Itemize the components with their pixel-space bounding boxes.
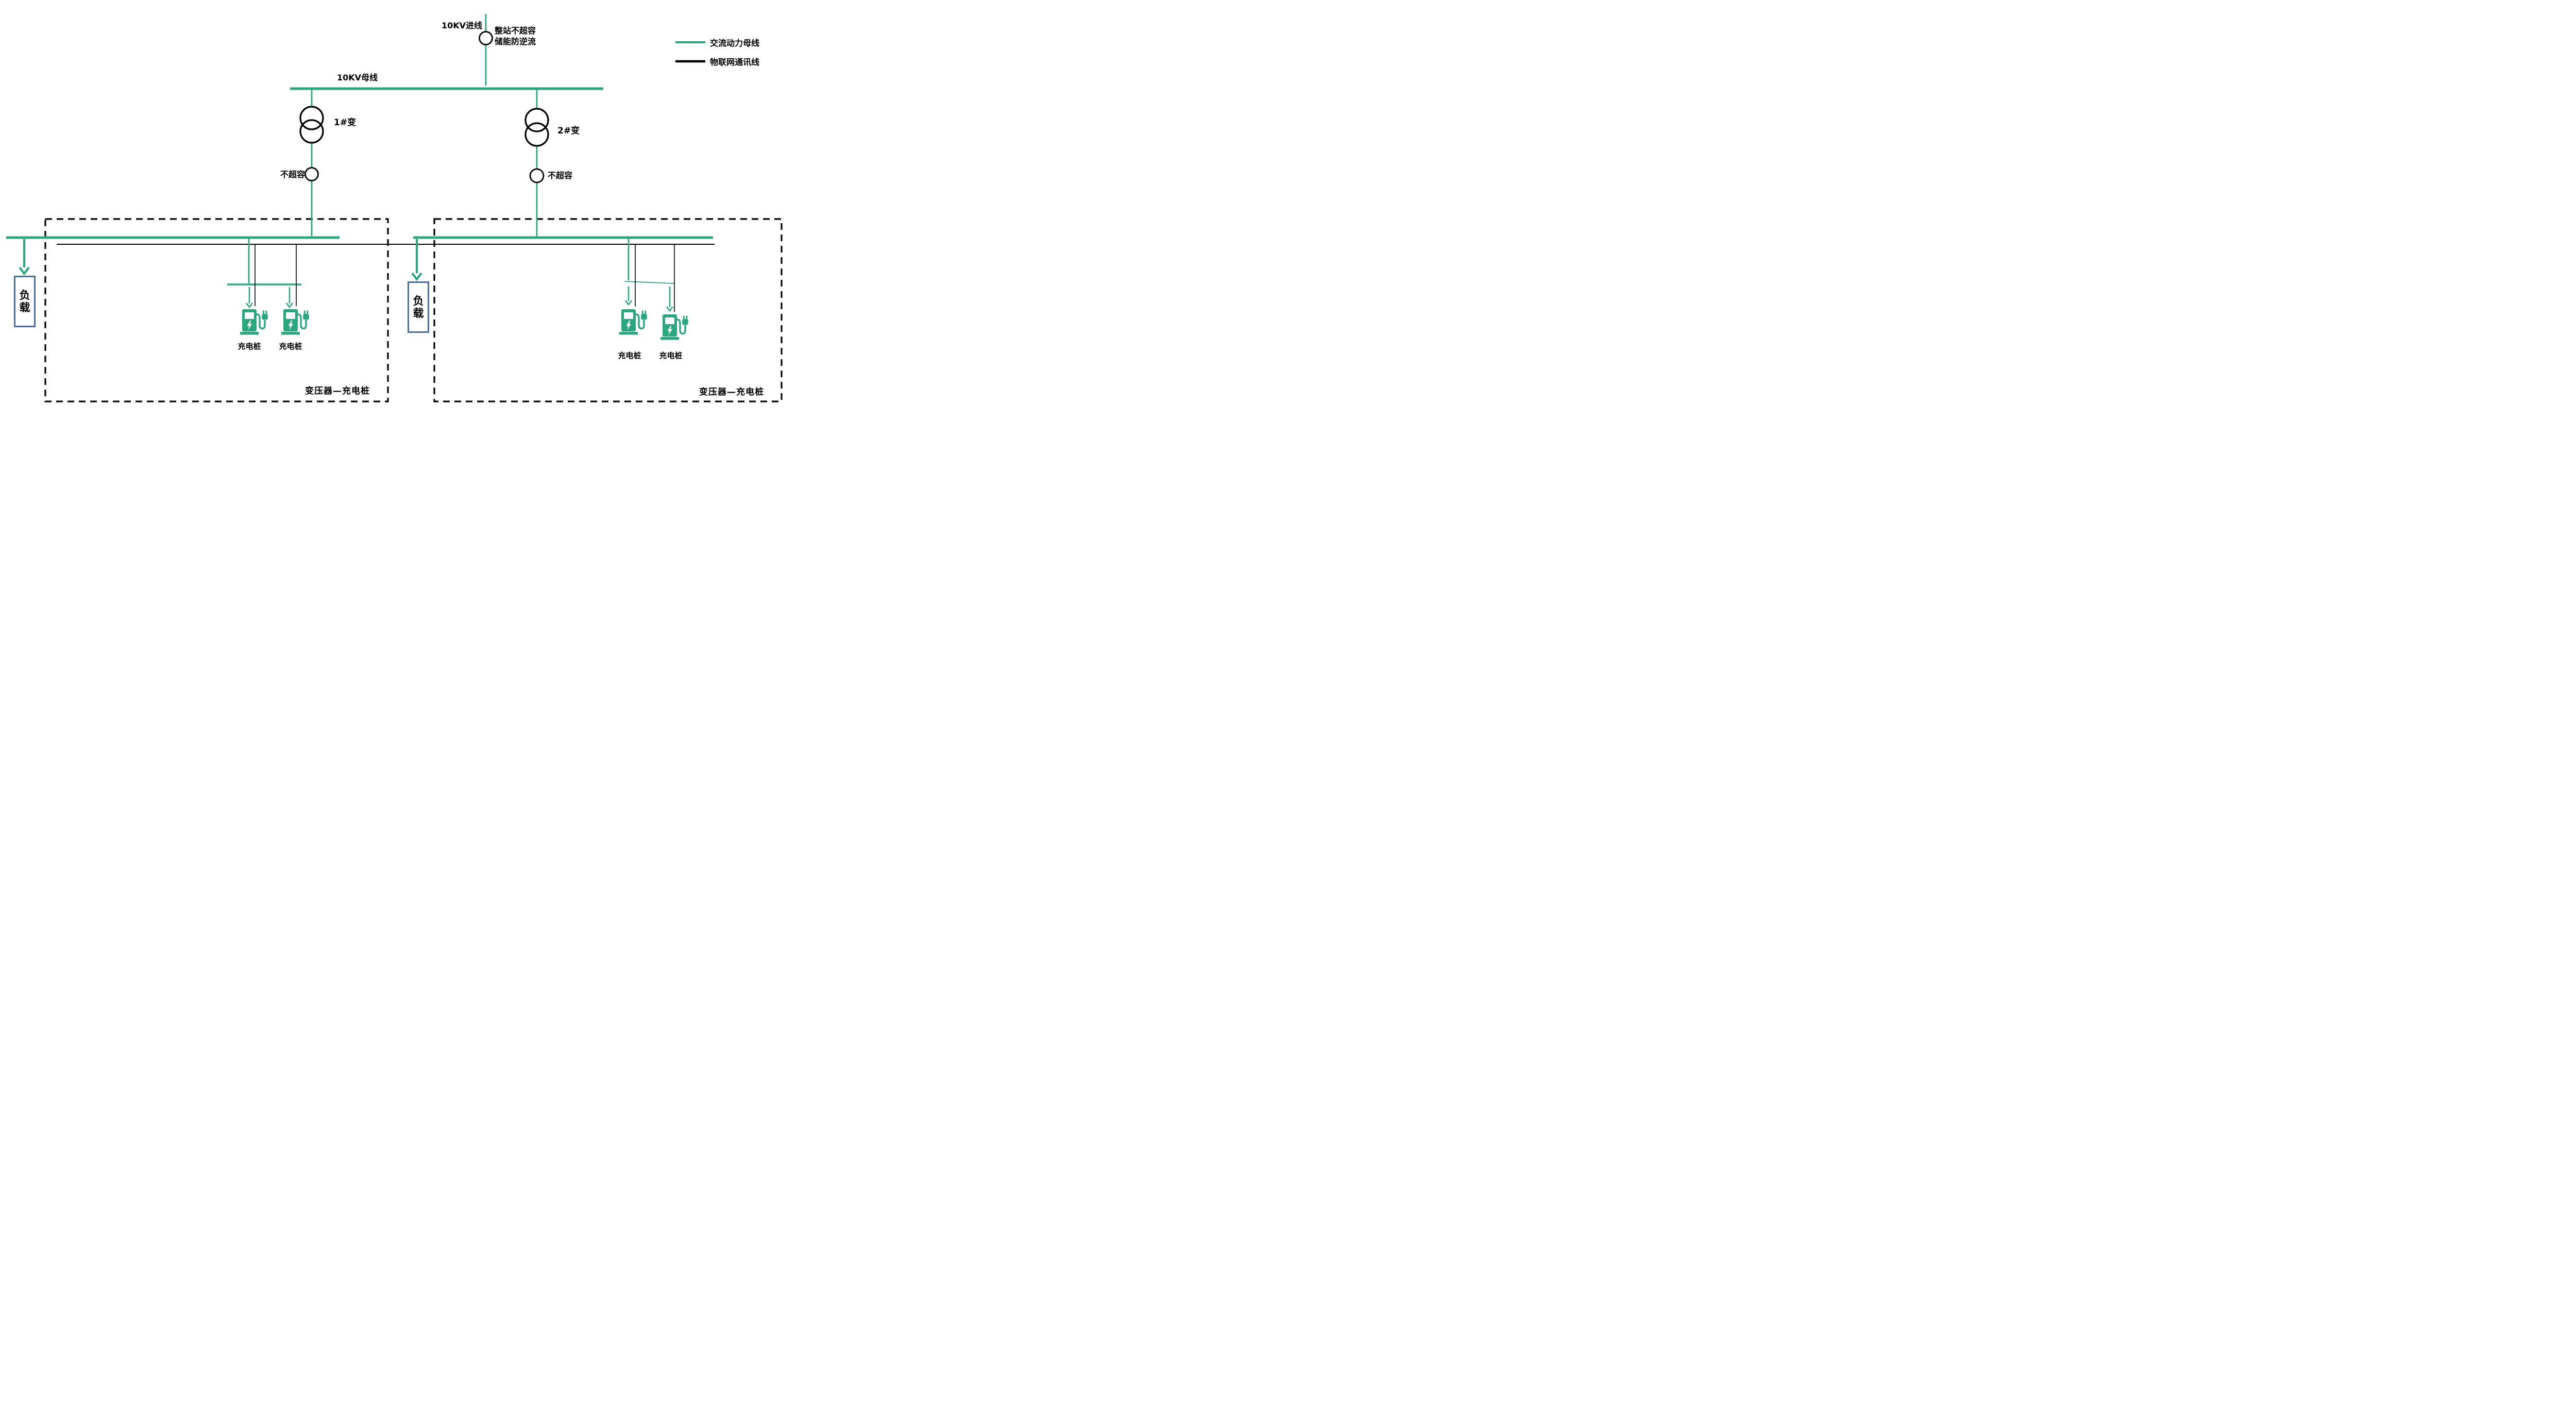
group2-title: 变压器—充电桩	[699, 387, 764, 397]
group2-charger-1-label: 充电桩	[618, 351, 641, 360]
group1-arrow-2-head	[285, 303, 294, 309]
group1-charger-2-label: 充电桩	[279, 342, 302, 351]
transformer-1-icon	[299, 119, 324, 144]
group2-charger-2-label: 充电桩	[659, 351, 683, 360]
incoming-line-label: 10KV进线	[441, 21, 482, 30]
legend-ac-bus-label: 交流动力母线	[710, 38, 760, 48]
legend-comm-line-label: 物联网通讯线	[710, 57, 760, 67]
load2-arrow-head	[411, 272, 422, 281]
branch1-meter-icon	[304, 167, 319, 181]
branch2-meter-icon	[529, 168, 545, 183]
group1-charger-1-label: 充电桩	[238, 342, 261, 351]
transformer-1-icon	[299, 106, 324, 130]
hv-bus-label: 10KV母线	[337, 73, 378, 82]
group2-arrow-2-head	[666, 306, 674, 312]
transformer-2-label: 2#变	[557, 126, 580, 136]
station-meter-note-line2: 储能防逆流	[495, 37, 536, 46]
load-1-label: 负载	[19, 289, 30, 314]
station-meter-note-line1: 整站不超容	[495, 26, 536, 36]
station-meter-icon	[479, 31, 493, 45]
load-box-2: 负载	[408, 281, 429, 333]
load1-arrow-head	[19, 266, 30, 276]
transformer-2-icon	[524, 122, 549, 147]
single-line-diagram: 10KV进线 整站不超容 储能防逆流 10KV母线 1#变 2#变 不超容 不超…	[0, 0, 797, 426]
diagram-lines-layer	[6, 14, 783, 402]
group-box-2	[433, 218, 783, 402]
charging-pile-icon	[659, 313, 689, 341]
branch2-meter-label: 不超容	[548, 171, 573, 180]
load-box-1: 负载	[14, 276, 36, 327]
transformer-2-icon	[524, 108, 549, 132]
charging-pile-icon	[239, 308, 269, 336]
group1-arrow-1-head	[245, 303, 253, 309]
charging-pile-icon	[618, 308, 648, 336]
group1-title: 变压器—充电桩	[305, 386, 370, 396]
transformer-1-label: 1#变	[334, 117, 357, 128]
load-2-label: 负载	[413, 294, 424, 320]
group-box-1	[44, 218, 389, 402]
branch1-meter-label: 不超容	[280, 170, 305, 179]
group2-arrow-1-head	[624, 300, 633, 306]
charging-pile-icon	[280, 308, 310, 336]
group2-sub-bus	[624, 281, 675, 284]
